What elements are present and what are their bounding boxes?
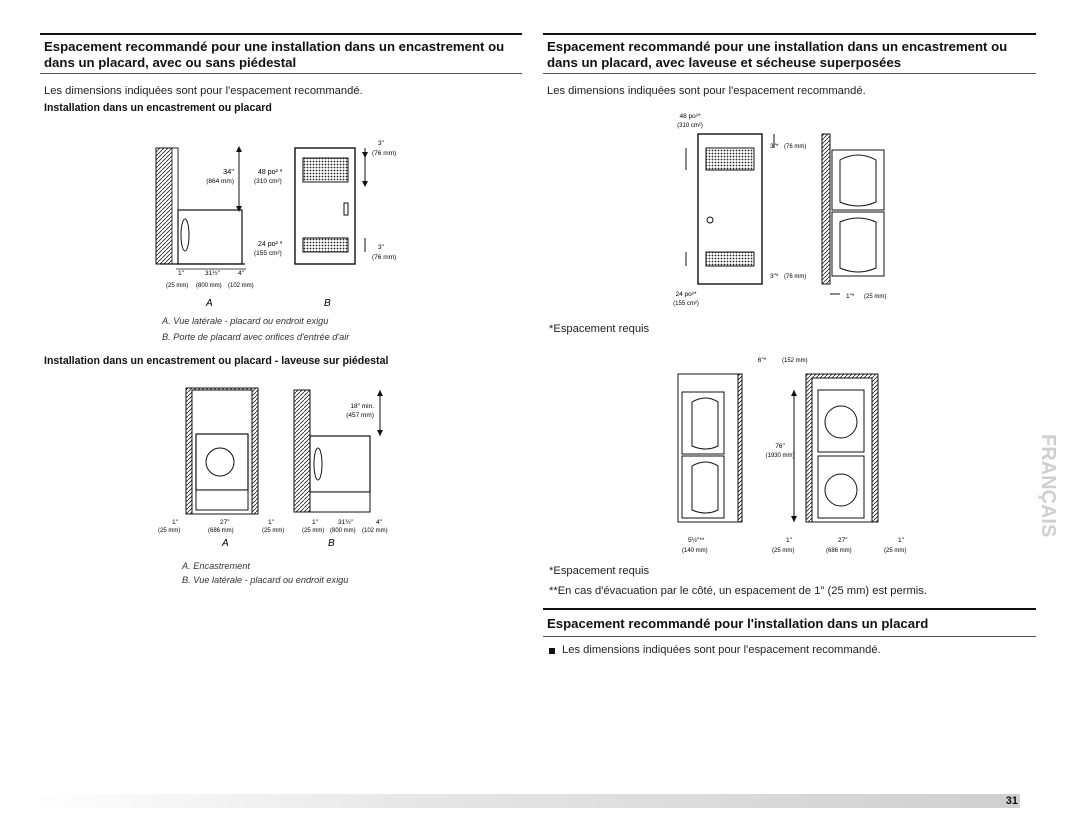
figure-closet-side-and-door: 34" (864 mm) 3" (76 mm) 48 po² * (310 cm… — [155, 140, 396, 309]
lm2: (686 mm) — [208, 528, 234, 534]
min-457: (457 mm) — [346, 412, 374, 419]
top-6-mm: (152 mm) — [782, 358, 808, 364]
footer-bar — [30, 794, 1020, 808]
right-heading-2: Espacement recommandé pour l'installatio… — [547, 616, 929, 631]
note-3: **En cas d'évacuation par le côté, un es… — [549, 585, 927, 597]
page-number: 31 — [1005, 795, 1018, 807]
lm3: (25 mm) — [262, 528, 284, 534]
lm1: (25 mm) — [158, 528, 180, 534]
height-1930: (1930 mm) — [765, 453, 794, 459]
left-heading-rule — [40, 73, 522, 74]
l1: 1" — [172, 519, 179, 526]
note-2: *Espacement requis — [549, 565, 650, 577]
left-heading: Espacement recommandé pour une installat… — [44, 39, 505, 70]
l2: 27" — [220, 519, 230, 526]
side-3: 1"* — [846, 293, 855, 300]
bm3: (102 mm) — [228, 283, 254, 289]
right-rule-2 — [543, 608, 1036, 610]
gap-bot: 3" — [378, 244, 385, 251]
left-subhead-1: Installation dans un encastrement ou pla… — [44, 102, 272, 114]
dm2: (25 mm) — [772, 548, 794, 554]
bm2: (800 mm) — [196, 283, 222, 289]
figure-stacked-alcove: 6"* (152 mm) 76" (1930 mm) 5½"** (140 mm… — [677, 357, 906, 554]
vent-top-metric-3: (310 cm²) — [677, 123, 703, 129]
caption-1b: B. Porte de placard avec orifices d'entr… — [162, 332, 350, 342]
r3: 4" — [376, 519, 383, 526]
right-intro: Les dimensions indiquées sont pour l'esp… — [547, 85, 866, 97]
bm1: (25 mm) — [166, 283, 188, 289]
note-1: *Espacement requis — [549, 323, 650, 335]
bullet-1: Les dimensions indiquées sont pour l'esp… — [562, 644, 881, 656]
rm3: (102 mm) — [362, 528, 388, 534]
bullet-marker — [549, 648, 555, 654]
dm4: (25 mm) — [884, 548, 906, 554]
vent-top-metric: (310 cm²) — [254, 178, 282, 185]
right-heading-rule — [543, 73, 1036, 74]
vent-bot-metric-3: (155 cm²) — [673, 301, 699, 307]
rm1: (25 mm) — [302, 528, 324, 534]
b1: 1" — [178, 270, 185, 277]
height-76: 76" — [775, 443, 785, 450]
d1: 5½"** — [688, 536, 705, 544]
vent-bot-area-3: 24 po²* — [676, 291, 697, 298]
fig1-label-b: B — [324, 298, 331, 309]
gap-top-3: 3"* — [770, 143, 779, 150]
gap-top-mm: (76 mm) — [372, 150, 396, 157]
b2: 31½" — [205, 269, 221, 277]
rm2: (800 mm) — [330, 528, 356, 534]
vent-top-area: 48 po² * — [258, 169, 283, 176]
caption-1a: A. Vue latérale - placard ou endroit exi… — [162, 316, 329, 326]
fig1-label-a: A — [205, 298, 213, 309]
caption-2b: B. Vue latérale - placard ou endroit exi… — [182, 575, 349, 585]
left-subhead-2: Installation dans un encastrement ou pla… — [44, 355, 389, 367]
vent-bot-metric: (155 cm²) — [254, 250, 282, 257]
gap-bot-3: 3"* — [770, 273, 779, 280]
gap-bot-mm: (76 mm) — [372, 254, 396, 261]
dm1: (140 mm) — [682, 548, 708, 554]
r1: 1" — [312, 519, 319, 526]
right-top-rule — [543, 33, 1036, 35]
right-heading: Espacement recommandé pour une installat… — [547, 39, 1008, 70]
fig2-label-a: A — [221, 538, 229, 549]
d3: 27" — [838, 537, 848, 544]
figure-alcove-pedestal: 18" min. (457 mm) 1" 27" 1" (25 mm) (686… — [158, 387, 388, 549]
fig2-label-b: B — [328, 538, 335, 549]
left-top-rule — [40, 33, 522, 35]
vent-bot-area: 24 po² * — [258, 241, 283, 248]
min-18: 18" min. — [350, 403, 374, 410]
r2: 31½" — [338, 518, 354, 526]
top-6: 6"* — [758, 357, 767, 364]
gap-top: 3" — [378, 140, 385, 147]
side-tab-francais: FRANÇAIS — [1037, 434, 1059, 537]
side-tab-label: FRANÇAIS — [1037, 434, 1059, 537]
gap-top-mm-3: (76 mm) — [784, 144, 806, 150]
right-heading-2-rule — [543, 636, 1036, 637]
d2: 1" — [786, 537, 793, 544]
figure-stacked-closet-door: 48 po²* (310 cm²) 3"* (76 mm) 3"* (76 mm… — [673, 113, 886, 307]
b3: 4" — [238, 270, 245, 277]
side-mm-3: (25 mm) — [864, 294, 886, 300]
dim-864: (864 mm) — [206, 178, 234, 185]
d4: 1" — [898, 537, 905, 544]
dm3: (686 mm) — [826, 548, 852, 554]
l3: 1" — [268, 519, 275, 526]
caption-2a: A. Encastrement — [182, 561, 250, 571]
vent-top-area-3: 48 po²* — [680, 113, 701, 120]
dim-34: 34" — [223, 167, 234, 176]
left-intro: Les dimensions indiquées sont pour l'esp… — [44, 85, 363, 97]
gap-bot-mm-3: (76 mm) — [784, 274, 806, 280]
